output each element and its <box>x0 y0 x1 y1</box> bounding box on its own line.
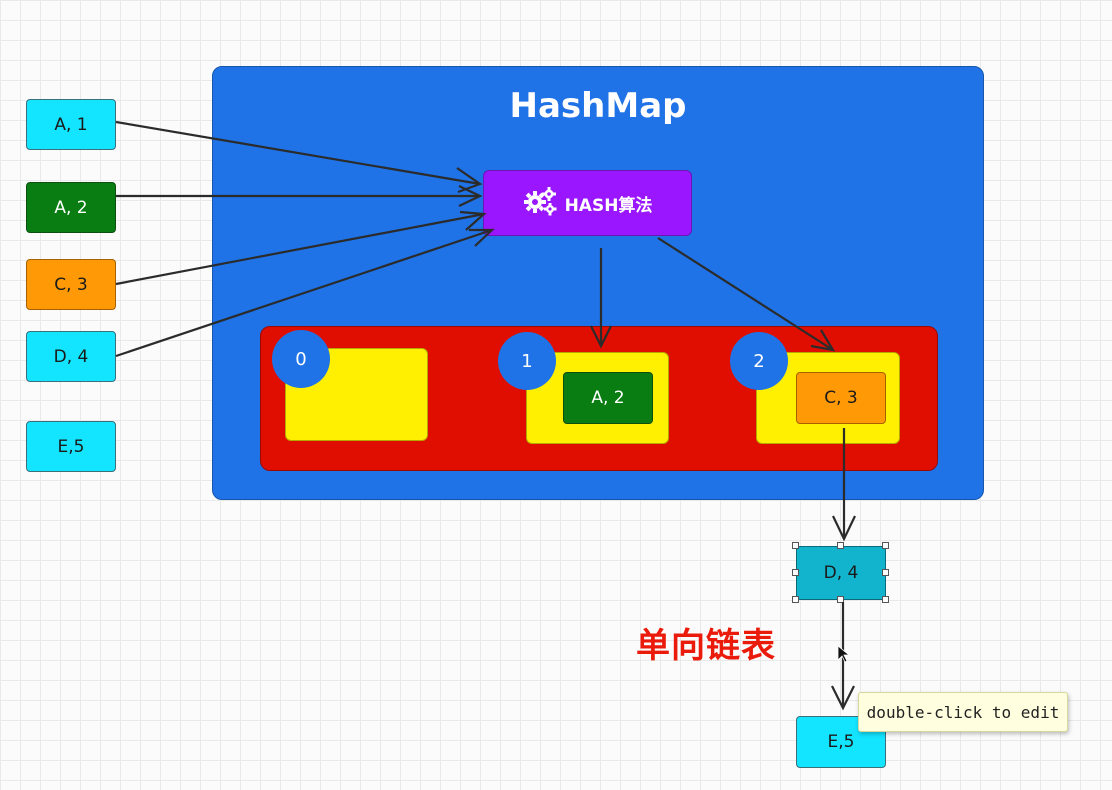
bucket-entry-node[interactable]: A, 2 <box>563 372 653 424</box>
bucket-index-badge: 1 <box>498 332 556 390</box>
gears-icon <box>523 186 557 221</box>
resize-handle[interactable] <box>792 596 799 603</box>
resize-handle[interactable] <box>837 596 844 603</box>
arrowhead <box>469 228 495 247</box>
input-node[interactable]: E,5 <box>26 421 116 472</box>
resize-handle[interactable] <box>792 569 799 576</box>
arrow-to-bucket-2 <box>657 237 834 351</box>
input-node[interactable]: A, 2 <box>26 182 116 233</box>
hashmap-title: HashMap <box>509 86 687 126</box>
input-node[interactable]: D, 4 <box>26 331 116 382</box>
arrowhead <box>831 685 855 711</box>
input-node[interactable]: A, 1 <box>26 99 116 150</box>
resize-handle[interactable] <box>882 542 889 549</box>
arrowhead <box>590 325 612 349</box>
resize-handle[interactable] <box>792 542 799 549</box>
hash-algorithm-box[interactable]: HASH算法 <box>483 170 692 236</box>
mouse-cursor-icon <box>837 645 851 663</box>
arrowhead <box>810 329 836 352</box>
input-node[interactable]: C, 3 <box>26 259 116 310</box>
chain-node-selected[interactable]: D, 4 <box>796 546 886 600</box>
bucket-index-badge: 2 <box>730 332 788 390</box>
resize-handle[interactable] <box>837 542 844 549</box>
arrowhead <box>459 210 487 231</box>
arrowhead <box>832 515 856 542</box>
arrow-input-a1 <box>115 120 481 186</box>
arrow-input-c3 <box>115 212 485 286</box>
edit-tooltip: double-click to edit <box>858 692 1068 732</box>
resize-handle[interactable] <box>882 569 889 576</box>
bucket-index-badge: 0 <box>272 330 330 388</box>
arrowhead <box>458 185 483 207</box>
hash-algorithm-label: HASH算法 <box>564 195 653 216</box>
resize-handle[interactable] <box>882 596 889 603</box>
arrow-input-d4 <box>115 228 493 358</box>
linked-list-label: 单向链表 <box>636 626 776 666</box>
bucket-entry-node[interactable]: C, 3 <box>796 372 886 424</box>
